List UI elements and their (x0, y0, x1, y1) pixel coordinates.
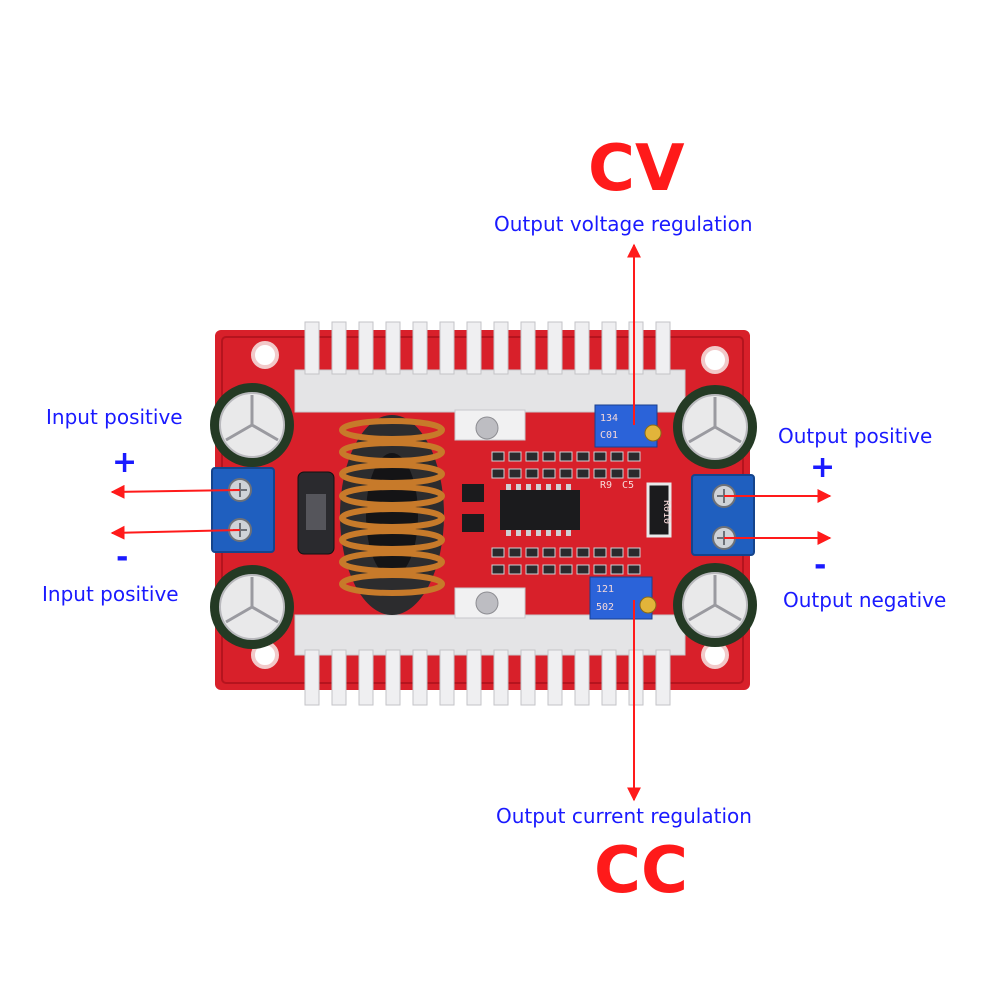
arrow-input-negative (110, 525, 241, 540)
heatsink-top (294, 321, 686, 441)
input-minus-sign: - (116, 540, 129, 575)
output-bottom-label: Output negative (783, 588, 947, 612)
resistor-marking: R9 (600, 480, 612, 491)
arrow-input-positive (110, 484, 241, 499)
input-top-label: Input positive (46, 405, 183, 429)
trimmer-cv-code: 134 (600, 413, 618, 424)
output-terminal-block (691, 474, 755, 556)
cc-description: Output current regulation (496, 804, 752, 828)
toroidal-inductor (339, 415, 445, 615)
input-bottom-label: Input positive (42, 582, 179, 606)
trimmer-cv[interactable]: 134 C01 (594, 404, 662, 448)
heatsink-bottom (294, 587, 686, 706)
shunt-resistor (646, 482, 672, 538)
input-plus-sign: + (112, 445, 138, 480)
output-plus-sign: + (810, 450, 836, 485)
red-arrow-icon (110, 243, 832, 802)
trimmer-cc-value: 502 (596, 602, 614, 613)
cc-heading: CC (594, 834, 688, 908)
trimmer-cv-value: C01 (600, 430, 618, 441)
mounting-holes (251, 341, 729, 669)
cv-heading: CV (588, 132, 685, 206)
capacitors (210, 383, 757, 649)
output-top-label: Output positive (778, 424, 933, 448)
input-terminal-block (211, 467, 275, 553)
trimmer-cc[interactable]: 121 502 (589, 576, 657, 620)
output-minus-sign: - (814, 548, 827, 583)
smd-components: R010 R9 C5 (462, 451, 672, 575)
cv-description: Output voltage regulation (494, 212, 753, 236)
shunt-label: R010 (661, 500, 672, 524)
capacitor-marking: C5 (622, 480, 634, 491)
trimmer-cc-code: 121 (596, 584, 614, 595)
